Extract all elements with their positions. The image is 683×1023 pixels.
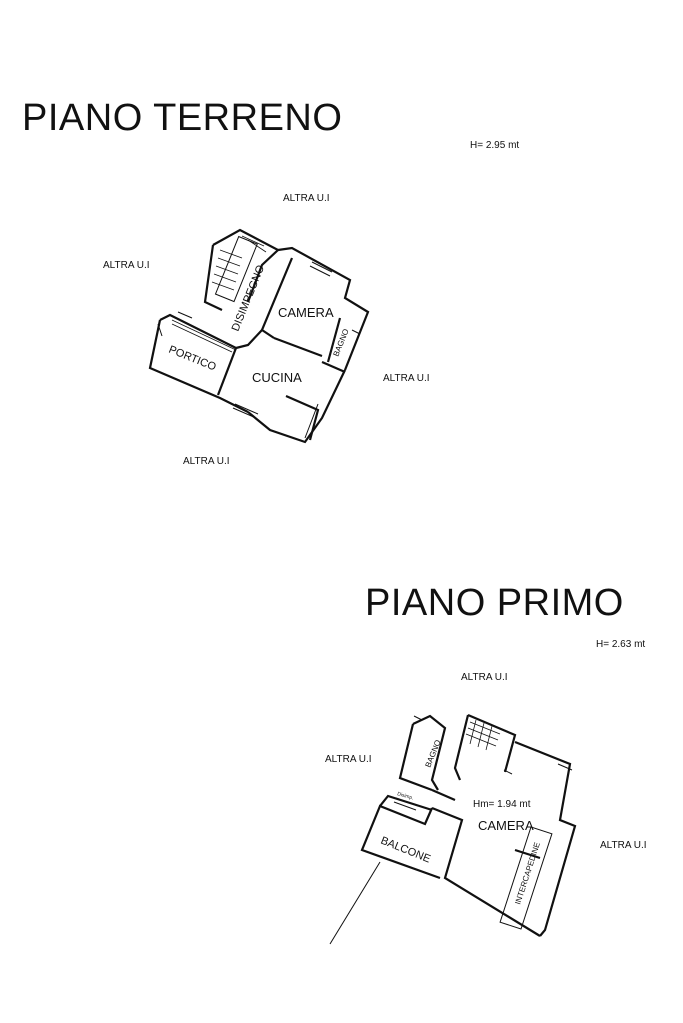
ground-neighbor-left: ALTRA U.I — [103, 260, 150, 271]
room-camera-first: CAMERA — [478, 818, 534, 833]
room-balcone: BALCONE — [379, 835, 432, 866]
first-floor-walls — [329, 713, 577, 945]
ground-neighbor-top: ALTRA U.I — [283, 193, 330, 204]
ground-neighbor-bottom: ALTRA U.I — [183, 456, 230, 467]
ground-floor-walls — [148, 228, 370, 444]
ground-floor-height: H= 2.95 mt — [470, 140, 520, 151]
first-floor-title: PIANO PRIMO — [365, 582, 624, 624]
ground-floor-title: PIANO TERRENO — [22, 97, 343, 139]
first-neighbor-left: ALTRA U.I — [325, 754, 372, 765]
room-bagno-first: BAGNO — [424, 739, 443, 769]
room-camera: CAMERA — [278, 305, 334, 320]
first-neighbor-top: ALTRA U.I — [461, 672, 508, 683]
first-neighbor-right: ALTRA U.I — [600, 840, 647, 851]
first-floor-height: H= 2.63 mt — [596, 639, 646, 650]
room-cucina: CUCINA — [252, 370, 302, 385]
ground-neighbor-right: ALTRA U.I — [383, 373, 430, 384]
room-camera-height: Hm= 1.94 mt — [473, 799, 531, 810]
room-disimpegno-first: Disimp. — [396, 791, 414, 801]
